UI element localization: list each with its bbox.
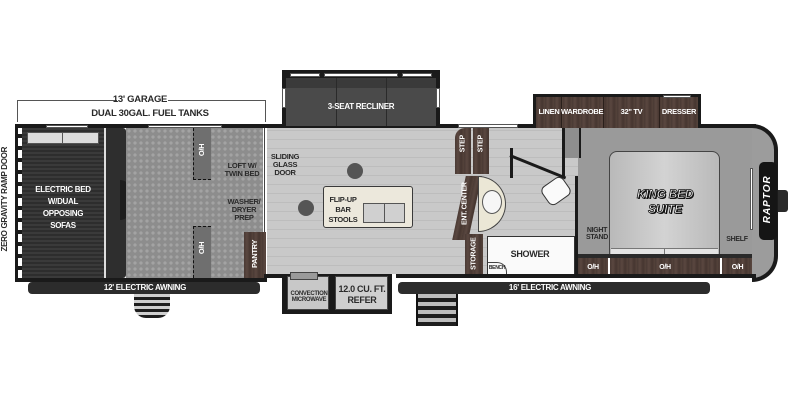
garage-window — [46, 125, 88, 128]
linen-label: LINEN — [538, 107, 560, 116]
overhead-right-label: O/H — [731, 264, 744, 271]
convection-microwave[interactable] — [287, 276, 329, 310]
washer-dryer-label: WASHER/ DRYER PREP — [227, 197, 261, 222]
pantry — [244, 232, 266, 278]
rear-electric-awning — [28, 282, 260, 294]
overhead-cabinet-bottom — [193, 226, 211, 278]
bench-label: BENCH — [488, 265, 506, 271]
bar-stool[interactable] — [298, 200, 314, 216]
microwave-label: CONVECTION MICROWAVE — [290, 291, 328, 304]
king-bed-label-line2: SUITE — [648, 202, 683, 216]
dresser-label: DRESSER — [661, 107, 697, 116]
recliner-label: 3-SEAT RECLINER — [327, 102, 395, 111]
garage-floor — [126, 128, 263, 278]
night-stand-label: NIGHT STAND — [585, 227, 609, 242]
opposing-sofa — [106, 128, 126, 278]
shelf-label: SHELF — [726, 236, 748, 243]
rear-wall — [15, 124, 18, 282]
tv-label: 32" TV — [620, 107, 643, 116]
entry-steps[interactable] — [416, 294, 458, 326]
refrigerator-label: 12.0 CU. FT. REFER — [338, 284, 386, 305]
raptor-badge — [759, 162, 777, 240]
sliding-door-label: SLIDING GLASS DOOR — [270, 152, 300, 177]
ent-center-label: ENT. CENTER — [461, 182, 469, 225]
wardrobe-label: WARDROBE — [561, 107, 604, 116]
front-awning-label: 16' ELECTRIC AWNING — [508, 283, 592, 292]
ramp-door[interactable] — [18, 128, 22, 278]
refrigerator[interactable] — [335, 276, 388, 310]
king-bed-label-line1: KING BED — [636, 187, 694, 201]
king-bed — [609, 151, 720, 258]
bed-pillows — [27, 132, 99, 144]
ramp-door-label: ZERO GRAVITY RAMP DOOR — [0, 146, 9, 252]
front-electric-awning — [398, 282, 710, 294]
garage-window — [148, 125, 222, 128]
electric-bed-label: ELECTRIC BED W/DUAL OPPOSING SOFAS — [35, 185, 91, 230]
overhead-right — [722, 258, 753, 278]
overhead-bottom-label: O/H — [197, 241, 207, 255]
shower-bench — [488, 262, 507, 276]
bathroom-sink[interactable] — [482, 190, 502, 214]
step-right-label: STEP — [477, 135, 485, 153]
garage-top-wall — [15, 124, 267, 128]
garage-entry-steps[interactable] — [134, 294, 170, 318]
raptor-logo: RAPTOR — [761, 175, 773, 224]
fuel-tanks-label: DUAL 30GAL. FUEL TANKS — [91, 108, 209, 119]
overhead-left — [578, 258, 608, 278]
overhead-center — [610, 258, 720, 278]
garage-length-label: 13' GARAGE — [112, 94, 168, 105]
storage-cabinet — [465, 234, 483, 276]
loft-label: LOFT W/ TWIN BED — [224, 161, 260, 178]
overhead-center-label: O/H — [659, 264, 671, 271]
step-left[interactable] — [455, 128, 471, 174]
overhead-top-label: O/H — [197, 143, 207, 157]
electric-bed — [22, 128, 104, 278]
pantry-label: PANTRY — [250, 239, 260, 269]
step-right[interactable] — [473, 128, 489, 174]
storage-label: STORAGE — [470, 237, 478, 270]
garage-bottom-wall — [15, 278, 267, 282]
wardrobe-slideout — [536, 97, 698, 128]
rear-awning-label: 12' ELECTRIC AWNING — [103, 283, 187, 292]
shower-label: SHOWER — [510, 249, 550, 259]
overhead-cabinet-top — [193, 128, 211, 180]
island-label: FLIP-UP BAR STOOLS — [328, 195, 358, 224]
overhead-left-label: O/H — [587, 264, 599, 271]
bar-stool[interactable] — [347, 163, 363, 179]
king-pin — [778, 190, 788, 212]
